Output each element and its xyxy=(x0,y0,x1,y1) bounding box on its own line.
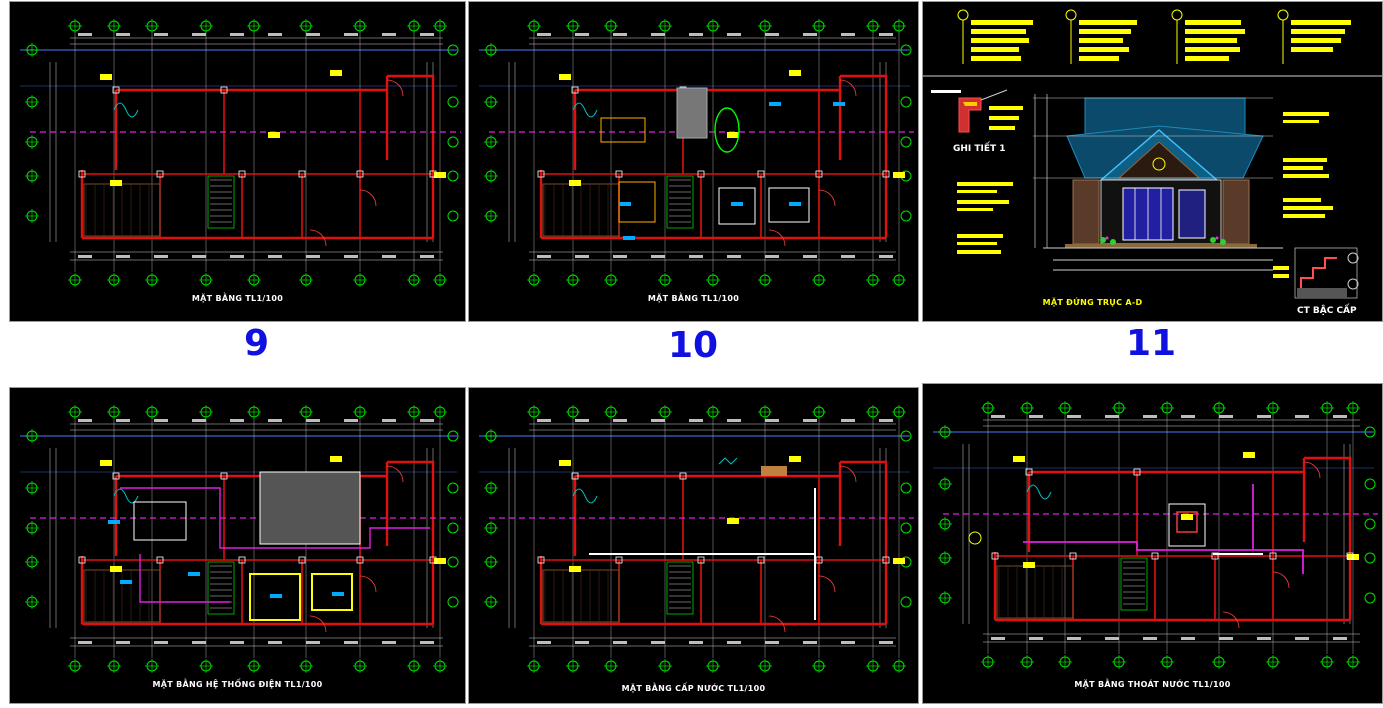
detail-1-label: GHI TIẾT 1 xyxy=(953,144,1006,154)
page-number: 9 xyxy=(244,323,270,364)
detail-1-drawing xyxy=(931,89,1023,133)
drawing-sheet-floor-plan-furniture[interactable]: MẶT BẰNG TL1/100 xyxy=(468,1,919,322)
page-number: 10 xyxy=(668,325,719,366)
floor-plan-drawing xyxy=(479,19,914,287)
stair-detail-drawing xyxy=(1273,247,1359,299)
sheet-title: MẶT BẰNG THOÁT NƯỚC TL1/100 xyxy=(1074,680,1231,689)
drawing-sheet-elevation[interactable]: MẶT ĐỨNG TRỤC A-D GHI TIẾT 1 CT BẬC CẤP xyxy=(922,1,1383,322)
sheet-title: MẶT BẰNG TL1/100 xyxy=(647,294,740,303)
elevation-drawing xyxy=(923,9,1382,299)
house-elevation xyxy=(1033,94,1283,271)
drawing-sheet-water-supply-plan[interactable]: MẶT BẰNG CẤP NƯỚC TL1/100 xyxy=(468,387,919,704)
page-number: 11 xyxy=(1126,323,1177,364)
drainage-plan-drawing xyxy=(933,401,1378,669)
elevation-notes-right xyxy=(1283,112,1333,218)
electrical-plan-drawing xyxy=(20,405,461,673)
sheet-title: MẶT BẰNG TL1/100 xyxy=(191,294,284,303)
elevation-notes-left xyxy=(957,182,1013,254)
water-supply-plan-drawing xyxy=(479,405,914,673)
drawing-sheet-floor-plan-1[interactable]: MẶT BẰNG TL1/100 xyxy=(9,1,466,322)
drawing-sheet-drainage-plan[interactable]: MẶT BẰNG THOÁT NƯỚC TL1/100 xyxy=(922,383,1383,704)
stair-detail-label: CT BẬC CẤP xyxy=(1297,306,1357,316)
sheet-title: MẶT ĐỨNG TRỤC A-D xyxy=(1042,298,1143,307)
sheet-title: MẶT BẰNG HỆ THỐNG ĐIỆN TL1/100 xyxy=(152,680,323,689)
floor-plan-drawing xyxy=(20,19,461,287)
drawing-sheet-electrical-plan[interactable]: MẶT BẰNG HỆ THỐNG ĐIỆN TL1/100 xyxy=(9,387,466,704)
sheet-title: MẶT BẰNG CẤP NƯỚC TL1/100 xyxy=(621,684,766,693)
general-notes-block xyxy=(923,9,1382,77)
